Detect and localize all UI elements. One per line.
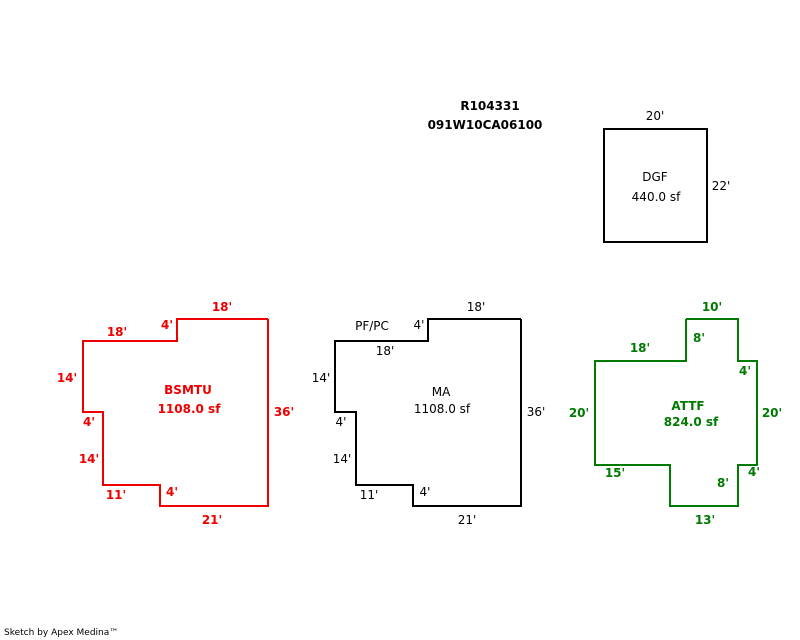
footer-credit: Sketch by Apex Medina™ <box>4 628 119 638</box>
attf-section: ATTF 824.0 sf 10' 8' 18' 4' 20' 20' 15' … <box>569 300 782 527</box>
ma-outline <box>334 318 522 507</box>
bsmtu-dim-step-top: 4' <box>161 318 173 332</box>
bsmtu-section: BSMTU 1108.0 sf 18' 4' 18' 14' 4' 14' 11… <box>57 300 294 527</box>
ma-area: 1108.0 sf <box>414 402 471 416</box>
attf-dim-left: 20' <box>569 406 589 420</box>
dgf-dim-right: 22' <box>712 179 731 193</box>
ma-name: MA <box>432 385 451 399</box>
bsmtu-dim-step-bottom: 4' <box>166 485 178 499</box>
bsmtu-dim-upper-left-top: 18' <box>107 325 127 339</box>
ma-dim-upper-left-top: 18' <box>376 344 395 358</box>
ma-dim-left-upper: 14' <box>312 371 331 385</box>
attf-dim-right: 20' <box>762 406 782 420</box>
ma-dim-bottom-left: 11' <box>360 488 379 502</box>
bsmtu-dim-notch: 4' <box>83 415 95 429</box>
ma-dim-step-bottom: 4' <box>420 485 431 499</box>
bsmtu-area: 1108.0 sf <box>158 402 222 416</box>
ma-annex-label: PF/PC <box>355 319 389 333</box>
attf-dim-left-bottom: 15' <box>605 466 625 480</box>
dgf-name: DGF <box>642 170 668 184</box>
dgf-dim-top: 20' <box>646 109 665 123</box>
ma-section: MA 1108.0 sf PF/PC 18' 4' 18' 14' 4' 14'… <box>312 300 546 527</box>
bsmtu-dim-left-upper: 14' <box>57 371 77 385</box>
attf-dim-bottom-step: 8' <box>717 476 729 490</box>
ma-dim-top: 18' <box>467 300 486 314</box>
dgf-section: DGF 440.0 sf 20' 22' <box>603 109 731 243</box>
attf-dim-top: 10' <box>702 300 722 314</box>
bsmtu-outline <box>82 318 269 507</box>
ma-dim-bottom: 21' <box>458 513 477 527</box>
attf-name: ATTF <box>671 399 704 413</box>
parcel-id: R104331 <box>460 99 519 113</box>
attf-dim-right-step-bottom: 4' <box>748 465 760 479</box>
attf-dim-right-step-top: 4' <box>739 364 751 378</box>
bsmtu-dim-bottom-left: 11' <box>106 488 126 502</box>
attf-area: 824.0 sf <box>664 415 719 429</box>
bsmtu-name: BSMTU <box>164 383 212 397</box>
ma-dim-notch: 4' <box>336 415 347 429</box>
ma-dim-right: 36' <box>527 405 546 419</box>
dgf-outline <box>603 128 708 243</box>
attf-dim-left-top: 18' <box>630 341 650 355</box>
dgf-area: 440.0 sf <box>632 190 681 204</box>
bsmtu-dim-bottom: 21' <box>202 513 222 527</box>
bsmtu-dim-top: 18' <box>212 300 232 314</box>
attf-dim-top-step: 8' <box>693 331 705 345</box>
bsmtu-dim-right: 36' <box>274 405 294 419</box>
ma-dim-step-top: 4' <box>414 318 425 332</box>
attf-outline <box>594 318 758 507</box>
attf-dim-bottom: 13' <box>695 513 715 527</box>
bsmtu-dim-left-lower: 14' <box>79 452 99 466</box>
map-number: 091W10CA06100 <box>428 118 543 132</box>
ma-dim-left-lower: 14' <box>333 452 352 466</box>
